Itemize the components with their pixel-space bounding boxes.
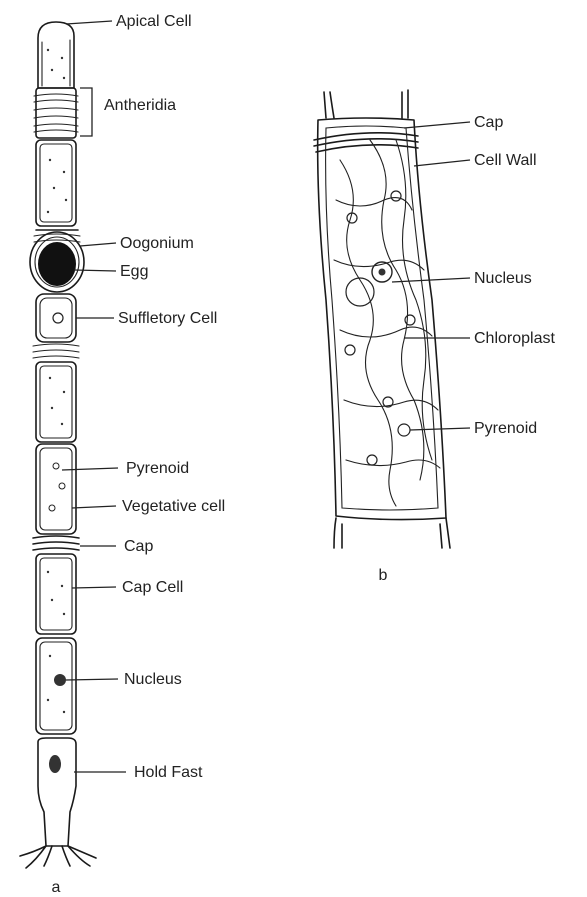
chloroplast-network xyxy=(334,140,440,506)
label-nucleus-a: Nucleus xyxy=(124,671,182,688)
label-cap-b: Cap xyxy=(474,114,503,131)
label-pyrenoid-b: Pyrenoid xyxy=(474,420,537,437)
label-antheridia: Antheridia xyxy=(104,97,176,114)
vegetative-cell-upper xyxy=(36,140,76,226)
nucleate-cell xyxy=(36,638,76,734)
cap-rings-lower xyxy=(33,536,79,550)
label-cap-a: Cap xyxy=(124,538,153,555)
suffletory-cell xyxy=(36,294,76,342)
nucleus-b xyxy=(372,262,392,282)
cap-rings-upper xyxy=(33,344,79,358)
apical-cell xyxy=(38,22,74,88)
vegetative-cell-middle xyxy=(36,362,76,442)
vegetative-cell xyxy=(36,444,76,534)
label-cell-wall: Cell Wall xyxy=(474,152,537,169)
label-apical-cell: Apical Cell xyxy=(116,13,192,30)
holdfast-cell xyxy=(20,738,96,868)
egg xyxy=(38,242,76,286)
caption-a: a xyxy=(52,879,61,896)
label-pyrenoid-a: Pyrenoid xyxy=(126,460,189,477)
cytoplasm-texture-a xyxy=(47,49,67,713)
label-suffletory-cell: Suffletory Cell xyxy=(118,310,217,327)
caption-b: b xyxy=(379,567,388,584)
label-hold-fast: Hold Fast xyxy=(134,764,203,781)
figure-b-cell: Cap Cell Wall Nucleus Chloroplast Pyreno… xyxy=(314,90,555,584)
label-egg: Egg xyxy=(120,263,148,280)
label-vegetative-cell: Vegetative cell xyxy=(122,498,225,515)
label-chloroplast: Chloroplast xyxy=(474,330,555,347)
labels-a: Apical Cell Antheridia Oogonium Egg Suff… xyxy=(52,13,226,896)
label-oogonium: Oogonium xyxy=(120,235,194,252)
label-nucleus-b: Nucleus xyxy=(474,270,532,287)
antheridia xyxy=(34,88,78,138)
label-cap-cell: Cap Cell xyxy=(122,579,183,596)
figure-a-filament: Apical Cell Antheridia Oogonium Egg Suff… xyxy=(20,13,225,896)
cap-cell xyxy=(36,554,76,634)
